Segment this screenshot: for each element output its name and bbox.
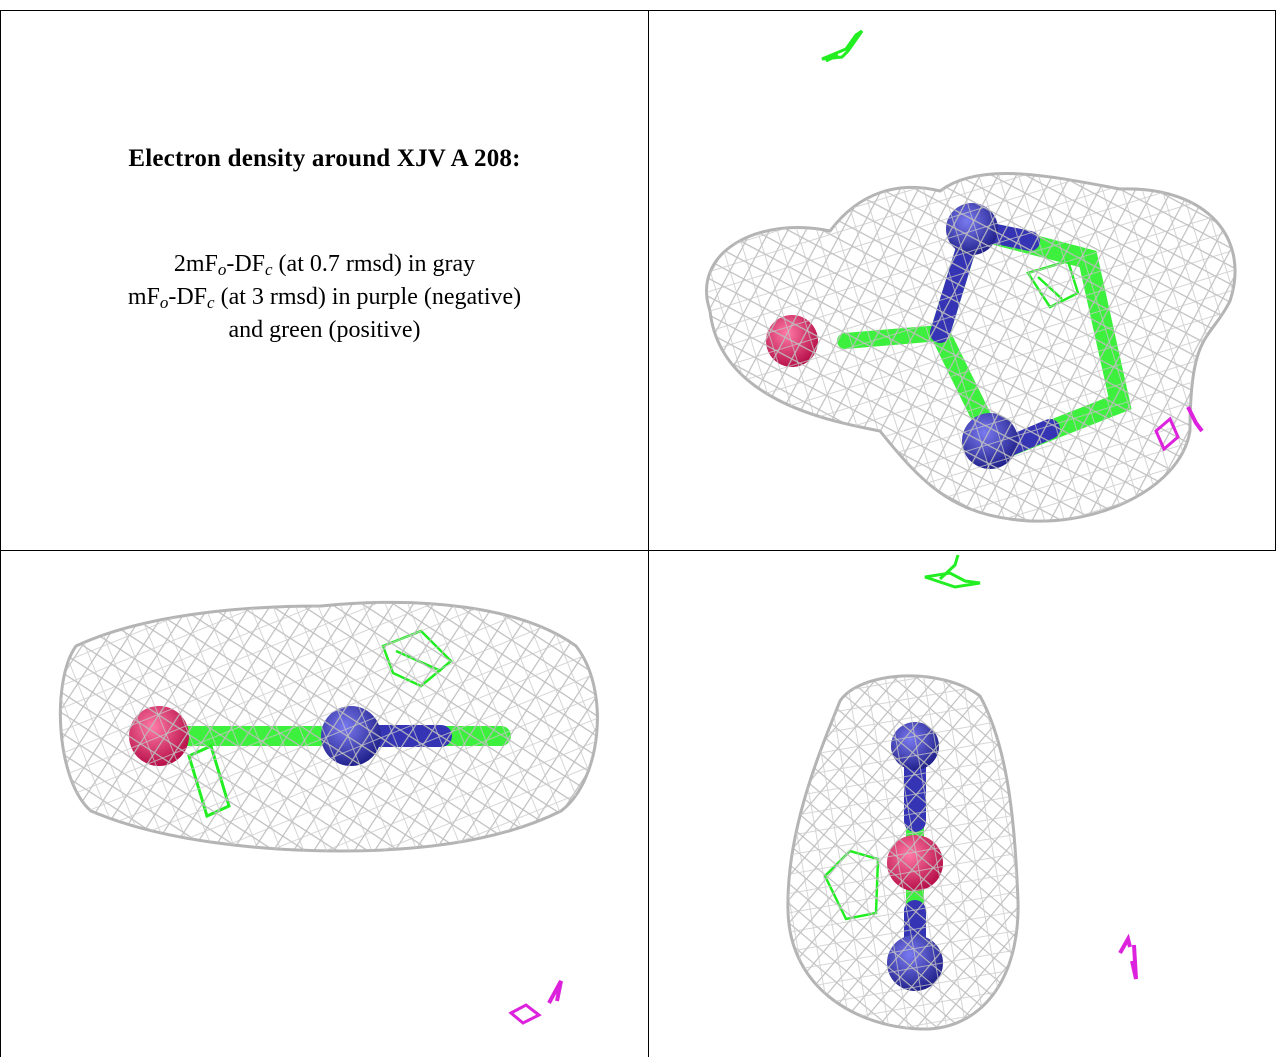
legend-line-2fofc: 2mFo-DFc (at 0.7 rmsd) in gray (173, 251, 476, 279)
negative-density-mesh (1154, 416, 1180, 452)
density-legend: 2mFo-DFc (at 0.7 rmsd) in gray mFo-DFc (… (2, 248, 647, 347)
negative-density-mesh (508, 1003, 542, 1025)
negative-density-mesh (1118, 933, 1132, 954)
molecule-view-edge-vertical (786, 554, 1138, 1031)
legend-line-fofc: mFo-DFc (at 3 rmsd) in purple (negative) (127, 284, 522, 312)
description-cell: Electron density around XJV A 208: 2mFo-… (2, 12, 647, 549)
positive-density-small (821, 29, 864, 63)
positive-density-small (924, 554, 981, 589)
panel-view-bottom-right (650, 551, 1274, 1057)
molecule-view-edge-horizontal (58, 600, 599, 1025)
figure-title: Electron density around XJV A 208: (128, 145, 521, 172)
table-border-top (0, 10, 1276, 11)
molecule-view-face-on (705, 29, 1237, 523)
table-border-middle (0, 550, 1276, 551)
legend-line-positive: and green (positive) (228, 317, 421, 343)
panel-view-top-right (650, 11, 1274, 549)
table-border-left (0, 10, 1, 1057)
panel-view-bottom-left (1, 551, 647, 1057)
table-border-center (648, 10, 649, 1057)
